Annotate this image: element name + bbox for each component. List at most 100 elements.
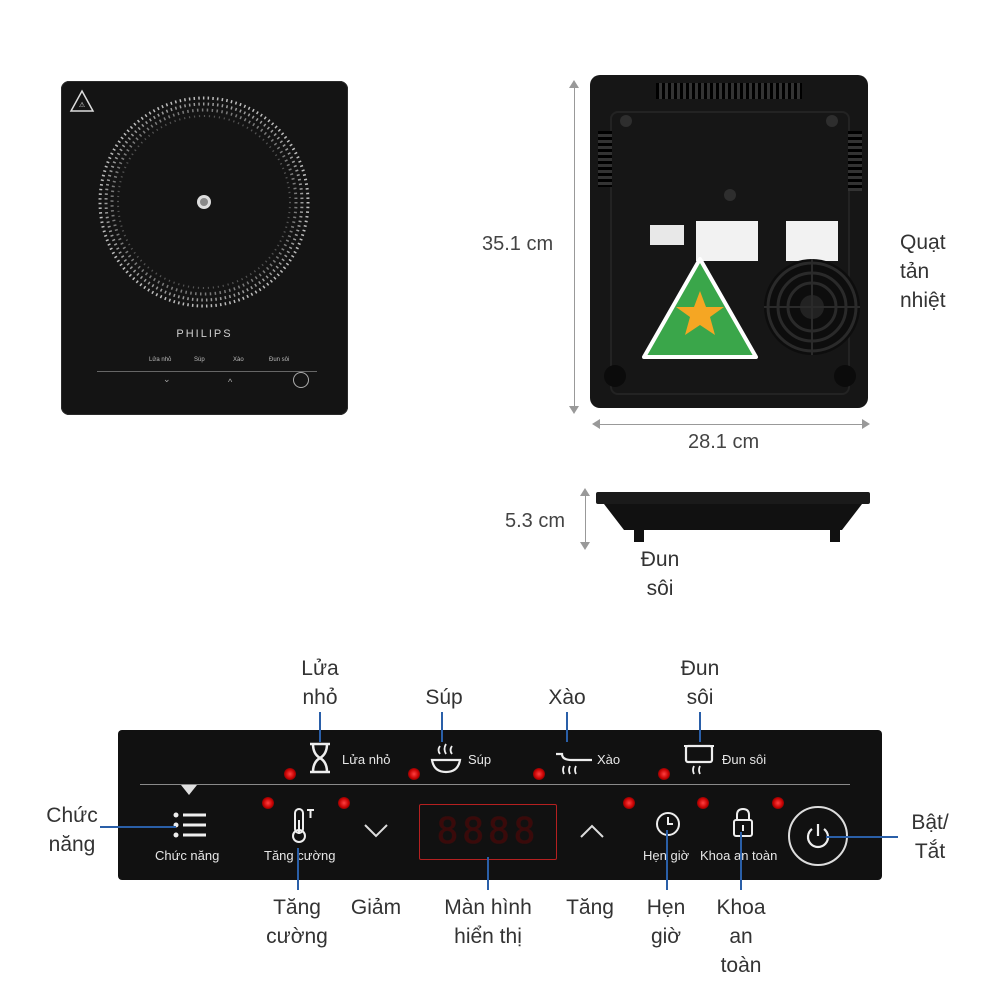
callout-display: Màn hình hiển thị <box>444 896 532 948</box>
screw <box>724 189 736 201</box>
boil-pot-icon <box>684 744 714 775</box>
function-button-label: Chức năng <box>155 848 220 863</box>
cooling-fan-icon <box>764 259 860 355</box>
cooktop-top-view: ⚠ PHILIPS Lửa nhỏ Súp Xào Đun sôi ⌄ ^ <box>61 81 348 415</box>
top-vent <box>656 83 802 99</box>
led-stir-fry <box>533 768 545 780</box>
mini-label-stir-fry: Xào <box>233 357 244 363</box>
inner-frame <box>610 111 850 395</box>
callout-lock: Khoa an toàn <box>716 896 766 977</box>
boost-button[interactable]: Tăng cường <box>260 806 340 866</box>
led-function <box>262 797 274 809</box>
clock-icon <box>656 812 680 836</box>
callout-line-function <box>100 826 176 828</box>
depth-arrow-top <box>580 488 590 496</box>
lock-icon <box>733 807 753 837</box>
mode-label-stir-fry: Xào <box>597 752 621 767</box>
height-arrow-top <box>569 80 579 88</box>
boost-button-label: Tăng cường <box>264 848 336 863</box>
mode-label-low-fire: Lửa nhỏ <box>342 752 391 767</box>
callout-function: Chức năng <box>46 804 98 856</box>
height-dimension-line <box>574 84 575 410</box>
callout-line-boost <box>297 848 299 890</box>
depth-arrow-bottom <box>580 542 590 550</box>
callout-boost: Tăng cường <box>266 896 328 948</box>
foot <box>604 365 626 387</box>
led-timer <box>623 797 635 809</box>
callout-timer: Hẹn giờ <box>646 896 686 948</box>
callout-decrease: Giảm <box>350 896 402 919</box>
led-lock <box>697 797 709 809</box>
control-panel <box>118 730 882 880</box>
foot <box>834 365 856 387</box>
warning-triangle-icon: ⚠ <box>69 89 95 112</box>
callout-line-low-fire <box>319 712 321 742</box>
callout-line-soup <box>441 712 443 742</box>
chevron-up-icon[interactable] <box>578 822 606 840</box>
safety-lock-button[interactable]: Khoa an toàn <box>700 806 786 866</box>
panel-divider <box>140 784 850 785</box>
fan-label: Quạt tản nhiệt <box>900 231 946 312</box>
callout-line-display <box>487 857 489 890</box>
callout-line-boil <box>699 712 701 742</box>
mini-chevron-down-icon: ⌄ <box>163 374 171 384</box>
height-dimension-label: 35.1 cm <box>482 233 554 255</box>
callout-power: Bật/ Tắt <box>911 811 949 863</box>
lock-button-label: Khoa an toàn <box>700 848 778 863</box>
width-arrow-left <box>592 419 600 429</box>
callout-boil: Đun sôi <box>680 657 720 709</box>
led-low-fire <box>284 768 296 780</box>
timer-button[interactable]: Hẹn giờ <box>640 810 696 866</box>
right-vent <box>848 131 862 191</box>
spec-sticker <box>650 225 684 245</box>
chevron-down-icon[interactable] <box>362 822 390 840</box>
heating-zone-ring <box>98 96 310 308</box>
energy-label-sticker <box>642 257 758 359</box>
boil-side-label: Đun sôi <box>640 548 680 600</box>
led-boost <box>338 797 350 809</box>
spec-sticker <box>786 221 838 261</box>
cooktop-bottom-view <box>590 75 868 408</box>
low-fire-icon <box>310 742 330 774</box>
callout-low-fire: Lửa nhỏ <box>301 657 339 709</box>
width-dimension-label: 28.1 cm <box>688 431 760 453</box>
svg-text:⚠: ⚠ <box>79 101 85 109</box>
mini-label-low-fire: Lửa nhỏ <box>149 357 172 363</box>
mini-label-boil: Đun sôi <box>269 357 290 363</box>
callout-line-timer <box>666 830 668 890</box>
led-power <box>772 797 784 809</box>
brand-logo: PHILIPS <box>176 328 233 340</box>
list-icon <box>173 812 206 838</box>
divider-marker <box>181 785 197 795</box>
callout-increase: Tăng <box>566 896 614 919</box>
display-digits: 8888 <box>436 811 540 852</box>
digit-display: 8888 <box>419 804 557 860</box>
cooktop-side-profile <box>596 492 870 542</box>
mini-power-icon <box>293 372 309 388</box>
depth-dimension-line <box>585 492 586 546</box>
callout-line-power <box>826 836 898 838</box>
height-arrow-bottom <box>569 406 579 414</box>
mode-label-boil: Đun sôi <box>722 752 767 767</box>
power-icon <box>806 824 830 849</box>
screw <box>826 115 838 127</box>
soup-bowl-icon <box>430 743 462 774</box>
callout-line-stir-fry <box>566 712 568 742</box>
callout-line-lock <box>740 832 742 890</box>
width-arrow-right <box>862 419 870 429</box>
width-dimension-line <box>598 424 864 425</box>
depth-dimension-label: 5.3 cm <box>505 510 566 532</box>
led-boil <box>658 768 670 780</box>
callout-soup: Súp <box>425 686 463 709</box>
stir-fry-pan-icon <box>556 752 592 775</box>
left-vent <box>598 131 612 187</box>
mini-label-soup: Súp <box>194 357 205 363</box>
spec-sticker <box>696 221 758 261</box>
mini-chevron-up-icon: ^ <box>228 377 233 387</box>
thermometer-icon <box>292 808 314 843</box>
function-button[interactable]: Chức năng <box>150 806 228 866</box>
callout-stir-fry: Xào <box>548 686 586 709</box>
led-soup <box>408 768 420 780</box>
screw <box>620 115 632 127</box>
mini-control-strip <box>97 371 317 372</box>
